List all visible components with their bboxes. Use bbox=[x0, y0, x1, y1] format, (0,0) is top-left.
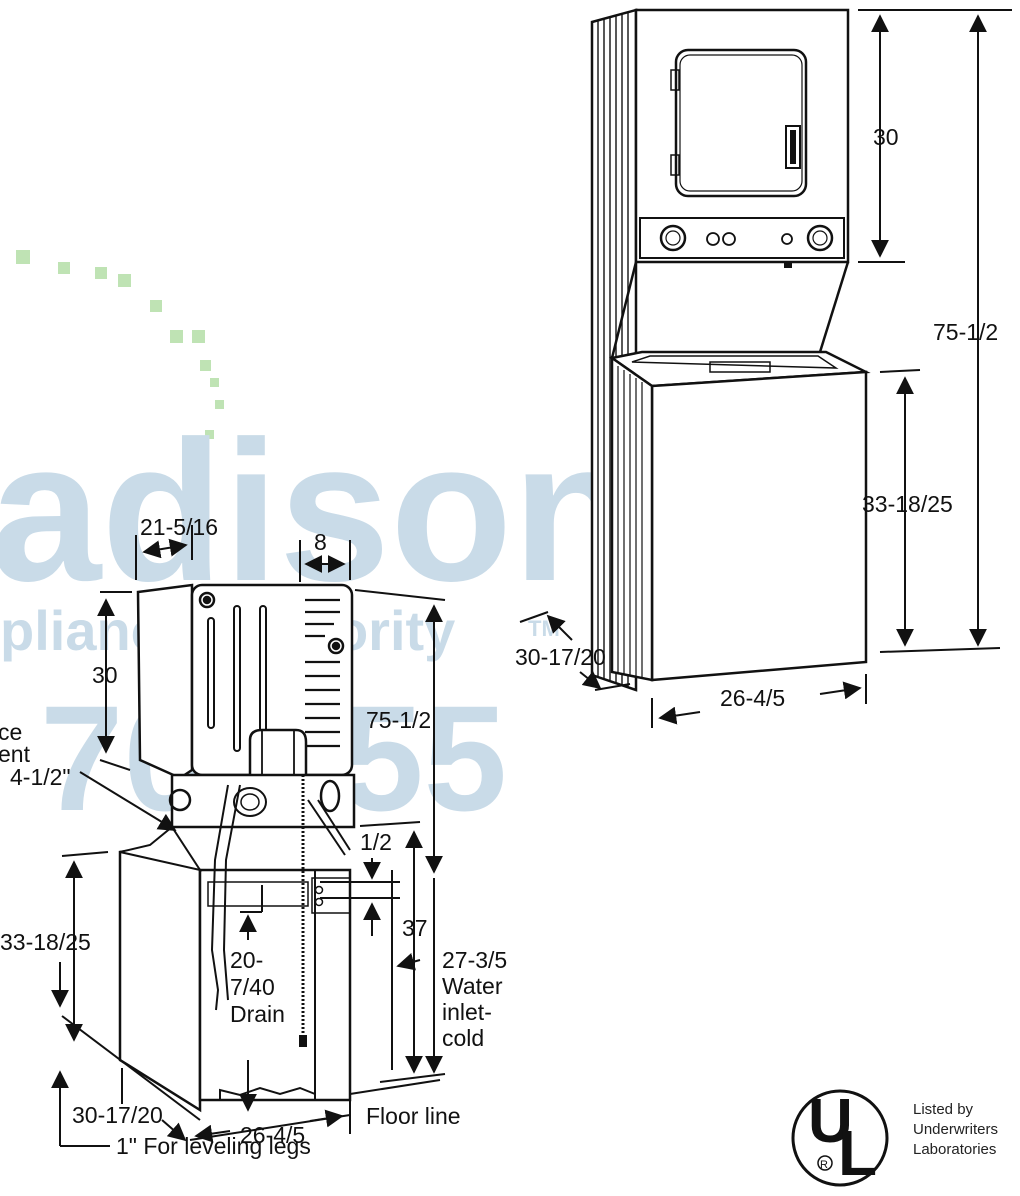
front-total-height-label: 75-1/2 bbox=[933, 319, 998, 345]
side-water-inlet-label-1: Water bbox=[442, 973, 503, 999]
side-water-inlet-height-label: 27-3/5 bbox=[442, 947, 507, 973]
front-dimension-labels: 30 75-1/2 33-18/25 30-17/20 26-4/5 bbox=[515, 124, 998, 711]
side-exhaust-label-2: ent bbox=[0, 741, 31, 767]
side-dryer-height-label: 30 bbox=[92, 662, 118, 688]
side-drain-height-label-2: 7/40 bbox=[230, 974, 275, 1000]
front-control-panel bbox=[639, 217, 845, 259]
front-view bbox=[590, 8, 871, 692]
side-drain-height-label: 20- bbox=[230, 947, 263, 973]
side-dimensions bbox=[51, 525, 446, 1147]
front-dryer-height-label: 30 bbox=[873, 124, 899, 150]
side-floor-line-label: Floor line bbox=[366, 1103, 461, 1129]
front-dryer-door bbox=[674, 48, 808, 198]
ul-letter-u: U bbox=[808, 1087, 853, 1156]
side-top-offset-label: 21-5/16 bbox=[140, 514, 218, 540]
front-depth-label: 30-17/20 bbox=[515, 644, 606, 670]
side-washer-side bbox=[118, 843, 202, 1113]
front-dimensions bbox=[519, 9, 1012, 728]
watermark-tm: TM bbox=[528, 616, 560, 641]
side-view bbox=[118, 583, 356, 1113]
front-knob-right bbox=[806, 224, 834, 252]
side-exhaust-label-1: ce bbox=[0, 719, 22, 745]
ul-line-2: Underwriters bbox=[913, 1121, 998, 1138]
side-washer-rear bbox=[198, 868, 352, 1102]
side-gap-label: 1/2 bbox=[360, 829, 392, 855]
front-door-hinge-top bbox=[670, 69, 680, 91]
side-washer-height-label: 33-18/25 bbox=[0, 929, 91, 955]
front-button bbox=[781, 233, 793, 245]
side-drain-label: Drain bbox=[230, 1001, 285, 1027]
ul-line-1: Listed by bbox=[913, 1101, 974, 1118]
side-dimension-labels: 21-5/16 8 30 75-1/2 ce ent 4-1/2" 33-18/… bbox=[0, 514, 507, 1159]
ul-listing-badge: U L R Listed by Underwriters Laboratorie… bbox=[791, 1087, 998, 1189]
side-drain-hose bbox=[210, 784, 229, 1011]
ul-letter-l: L bbox=[838, 1117, 877, 1189]
side-vent-louvers bbox=[305, 598, 340, 748]
side-exhaust-port bbox=[168, 788, 192, 812]
side-water-inlet-label-2: inlet- bbox=[442, 999, 492, 1025]
front-washer-lid bbox=[709, 361, 771, 373]
side-water-port bbox=[319, 779, 341, 813]
side-dryer-screw-tl bbox=[198, 591, 216, 609]
side-exhaust-diameter-label: 4-1/2" bbox=[10, 764, 71, 790]
front-connector-left bbox=[610, 261, 638, 359]
side-width-label: 26-4/5 bbox=[240, 1122, 305, 1148]
side-outlet-height-label: 37 bbox=[402, 915, 428, 941]
side-drain-coil bbox=[233, 787, 267, 817]
side-leveling-legs-label: 1" For leveling legs bbox=[116, 1133, 311, 1159]
side-dryer-panel bbox=[136, 583, 194, 780]
front-door-hinge-bottom bbox=[670, 154, 680, 176]
ul-registered-mark: R bbox=[820, 1159, 828, 1171]
front-washer-body bbox=[650, 370, 868, 682]
ul-line-3: Laboratories bbox=[913, 1141, 996, 1158]
side-total-height-label: 75-1/2 bbox=[366, 707, 431, 733]
front-door-handle bbox=[785, 125, 801, 169]
side-duct-box bbox=[248, 728, 308, 775]
watermark-dots bbox=[16, 250, 224, 439]
front-knob-left bbox=[659, 224, 687, 252]
side-dryer-screw-r bbox=[327, 637, 345, 655]
front-knob-small-2 bbox=[722, 232, 736, 246]
front-washer-height-label: 33-18/25 bbox=[862, 491, 953, 517]
side-depth-label: 30-17/20 bbox=[72, 1102, 163, 1128]
ul-circle bbox=[791, 1089, 889, 1187]
side-water-inlet-label-3: cold bbox=[442, 1025, 484, 1051]
front-knob-small-1 bbox=[706, 232, 720, 246]
front-connector-right bbox=[818, 261, 850, 353]
front-width-label: 26-4/5 bbox=[720, 685, 785, 711]
side-duct-offset-label: 8 bbox=[314, 529, 327, 555]
